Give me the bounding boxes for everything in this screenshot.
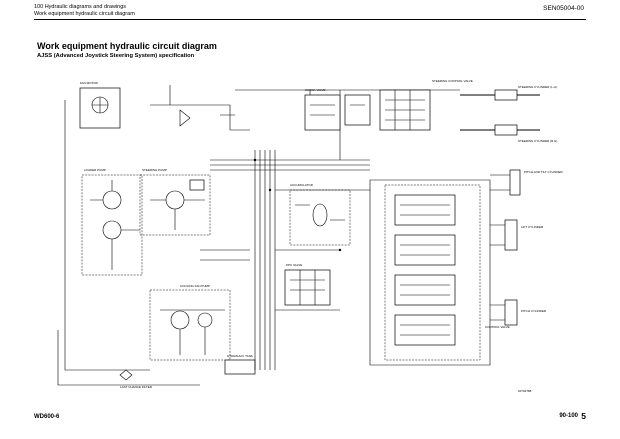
steering-cylinder-l-label: STEERING CYLINDER (L.H): [518, 85, 557, 89]
control-valve-group: CONTROL VALVE: [369, 179, 510, 366]
cooling-fan-pump-group: COOLING FAN PUMP: [149, 284, 231, 361]
pitch-label: PITCH CYLINDER: [521, 309, 547, 313]
fan-motor-label: FAN MOTOR: [80, 81, 99, 85]
loader-pump-label: LOADER PUMP: [84, 168, 106, 172]
lift-cylinder: LIFT CYLINDER: [490, 219, 544, 251]
hydraulic-tank-group: HYDRAULIC TANK: [224, 354, 256, 375]
ppc-valve-label: PPC VALVE: [286, 263, 302, 267]
loader-pump-group: LOADER PUMP: [81, 168, 143, 276]
steering-cylinder-rh: STEERING CYLINDER (R.H): [460, 124, 557, 143]
last-chance-filter-group: LAST CHANCE FILTER: [119, 369, 153, 389]
fan-motor-group: FAN MOTOR: [79, 81, 121, 129]
accumulator-label: ACCUMULATOR: [290, 183, 314, 187]
header-rule: [34, 19, 586, 20]
header-section: 100 Hydraulic diagrams and drawings: [34, 4, 127, 10]
document-code: SEN05004-00: [543, 5, 584, 12]
cooling-fan-pump-label: COOLING FAN PUMP: [180, 284, 210, 288]
lift-label: LIFT CYLINDER: [521, 225, 544, 229]
steering-control-valve-group: CHECK VALVE: [304, 88, 371, 131]
hydraulic-circuit-diagram: FAN MOTOR LOADER PUMP STEERING PUMP COOL…: [57, 79, 564, 393]
pitch-tilt-label: PITCH AND TILT CYLINDER: [524, 170, 564, 174]
accumulator-group: ACCUMULATOR: [289, 183, 351, 246]
check-valve-label: CHECK VALVE: [305, 88, 326, 92]
pitch-tilt-cylinder: PITCH AND TILT CYLINDER: [490, 169, 564, 196]
steering-control-valve-right: STEERING CONTROL VALVE: [379, 79, 473, 131]
footer-page-number: 5: [581, 411, 586, 421]
header-subsection: Work equipment hydraulic circuit diagram: [34, 10, 135, 17]
steering-control-valve-label: STEERING CONTROL VALVE: [432, 79, 473, 83]
steering-pump-label: STEERING PUMP: [142, 168, 167, 172]
figure-code: 9JT04788: [518, 389, 532, 393]
steering-cylinder-lh: STEERING CYLINDER (L.H): [460, 85, 557, 101]
ppc-valve-group: PPC VALVE: [284, 263, 331, 306]
page-subtitle: AJSS (Advanced Joystick Steering System)…: [37, 53, 195, 59]
filter-label: LAST CHANCE FILTER: [120, 385, 153, 389]
footer-page-ref: 90-100: [559, 413, 578, 419]
footer-model: WD600-6: [34, 414, 60, 420]
pitch-cylinder: PITCH CYLINDER: [490, 299, 547, 326]
steering-cylinder-r-label: STEERING CYLINDER (R.H): [518, 139, 557, 143]
page-header: 100 Hydraulic diagrams and drawings Work…: [34, 4, 135, 17]
control-valve-label: CONTROL VALVE: [485, 325, 510, 329]
hydraulic-tank-label: HYDRAULIC TANK: [227, 354, 253, 358]
steering-pump-group: STEERING PUMP: [139, 168, 211, 236]
page-title: Work equipment hydraulic circuit diagram: [37, 41, 217, 51]
